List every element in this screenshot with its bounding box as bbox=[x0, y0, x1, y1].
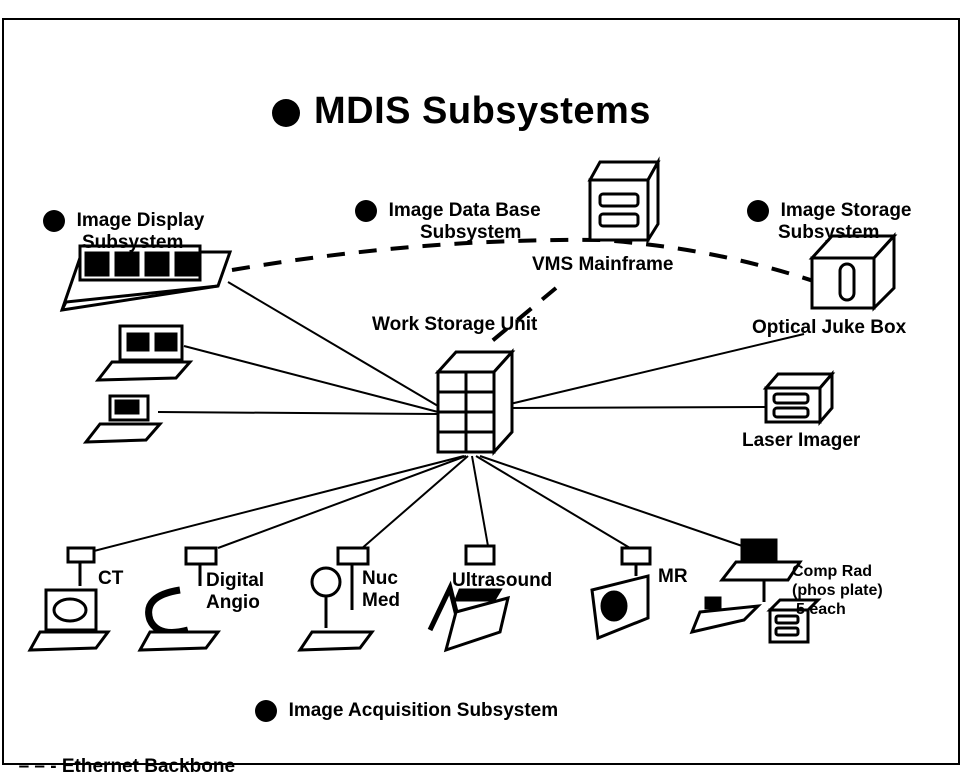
work-storage-unit-icon bbox=[434, 348, 516, 456]
bullet-icon bbox=[42, 210, 65, 232]
laser-imager-icon bbox=[762, 369, 836, 427]
vms-mainframe-label: VMS Mainframe bbox=[532, 254, 674, 275]
ct-scanner-icon bbox=[27, 546, 111, 652]
optical-juke-box-label: Optical Juke Box bbox=[752, 317, 907, 338]
title-text: MDIS Subsystems bbox=[314, 90, 651, 132]
bullet-icon bbox=[746, 200, 769, 222]
ct-label: CT bbox=[98, 568, 124, 589]
database-server-icon bbox=[587, 156, 661, 246]
ultrasound-label: Ultrasound bbox=[452, 570, 553, 591]
legend: – – - Ethernet Backbone bbox=[8, 734, 235, 778]
bullet-icon bbox=[354, 200, 377, 222]
digital-angio-icon bbox=[137, 546, 221, 652]
optical-jukebox-icon bbox=[808, 232, 898, 312]
slide-frame bbox=[2, 18, 960, 765]
work-storage-unit-label: Work Storage Unit bbox=[372, 314, 538, 335]
nuc-med-icon bbox=[297, 546, 375, 652]
ultrasound-icon bbox=[427, 544, 511, 653]
ethernet-backbone bbox=[231, 237, 829, 348]
mr-label: MR bbox=[658, 566, 688, 587]
mr-scanner-icon bbox=[590, 546, 652, 641]
connection-lines bbox=[89, 281, 805, 553]
comp-rad-icon bbox=[689, 538, 822, 644]
bullet-icon bbox=[272, 98, 300, 127]
image-acquisition-subsystem-label: Image Acquisition Subsystem bbox=[244, 678, 558, 722]
laser-imager-label: Laser Imager bbox=[742, 430, 861, 451]
page-title: MDIS Subsystems bbox=[272, 90, 651, 133]
terminal-icon bbox=[82, 394, 164, 444]
display-workstation-icon bbox=[59, 244, 233, 312]
comp-rad-label: Comp Rad(phos plate)5 each bbox=[792, 563, 883, 618]
dual-monitor-terminal-icon bbox=[94, 324, 194, 382]
bullet-icon bbox=[254, 700, 277, 722]
